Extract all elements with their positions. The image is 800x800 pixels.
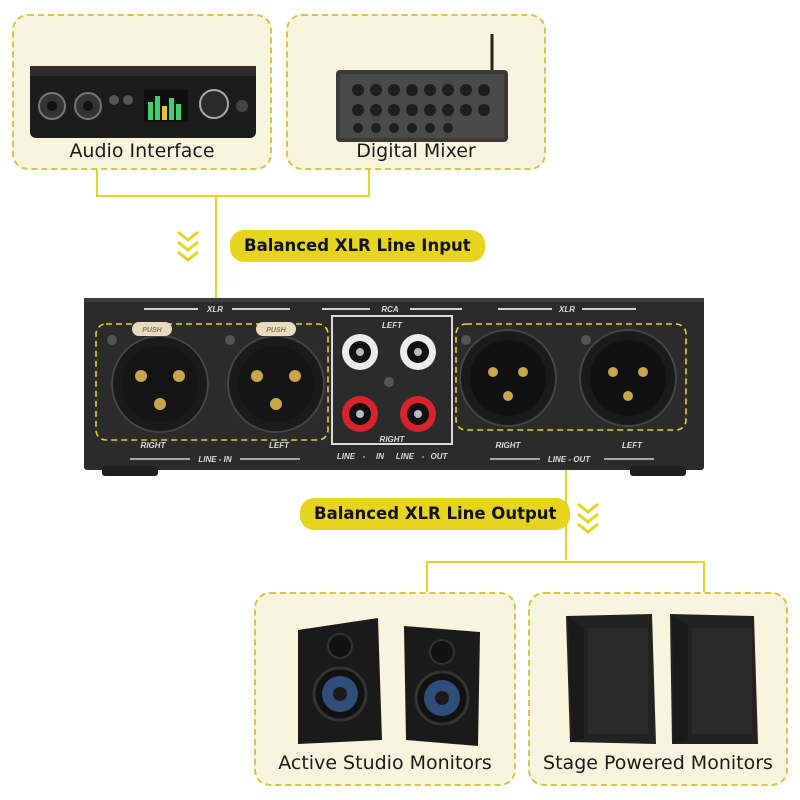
xlr-in-left-jack: [225, 322, 325, 433]
device-panel-label: OUT: [431, 452, 449, 461]
input-arrow-icon: [177, 230, 199, 262]
xlr-in-section-label: XLR: [206, 305, 223, 314]
device-panel-label: IN: [376, 452, 384, 461]
in-left-label: LEFT: [269, 441, 290, 450]
device-panel-label: -: [363, 452, 366, 461]
destination-card-studio-monitors: Active Studio Monitors: [254, 592, 516, 786]
destination-label: Stage Powered Monitors: [543, 752, 773, 774]
stage-monitors-icon: [566, 614, 758, 744]
source-card-audio-interface: Audio Interface: [12, 14, 272, 170]
destination-card-stage-monitors: Stage Powered Monitors: [528, 592, 788, 786]
push-tab-label: PUSH: [266, 327, 286, 334]
device-panel-label: LINE: [396, 452, 415, 461]
xlr-out-right-jack: [459, 329, 557, 427]
source-label: Digital Mixer: [356, 140, 476, 162]
destination-label: Active Studio Monitors: [278, 752, 492, 774]
output-arrow-icon: [577, 502, 599, 534]
line-in-label: LINE - IN: [198, 455, 232, 464]
xlr-out-left-jack: [579, 329, 677, 427]
rca-right-label: RIGHT: [380, 435, 406, 444]
rca-jacks: [342, 334, 436, 432]
xlr-out-section-label: XLR: [558, 305, 575, 314]
rca-left-label: LEFT: [382, 321, 403, 330]
audio-interface-icon: [30, 66, 256, 138]
device-panel-label: -: [422, 452, 425, 461]
device-panel-label: LINE: [337, 452, 356, 461]
digital-mixer-icon: [336, 34, 508, 142]
output-label: Balanced XLR Line Output: [300, 498, 571, 530]
in-right-label: RIGHT: [141, 441, 167, 450]
push-tab-label: PUSH: [142, 327, 162, 334]
out-right-label: RIGHT: [496, 441, 522, 450]
studio-monitors-icon: [298, 618, 480, 746]
source-label: Audio Interface: [69, 140, 215, 162]
rca-section-label: RCA: [381, 305, 399, 314]
source-card-digital-mixer: Digital Mixer: [286, 14, 546, 170]
out-left-label: LEFT: [622, 441, 643, 450]
line-out-label: LINE - OUT: [548, 455, 591, 464]
input-label: Balanced XLR Line Input: [230, 230, 485, 262]
xlr-in-right-jack: [107, 322, 209, 433]
